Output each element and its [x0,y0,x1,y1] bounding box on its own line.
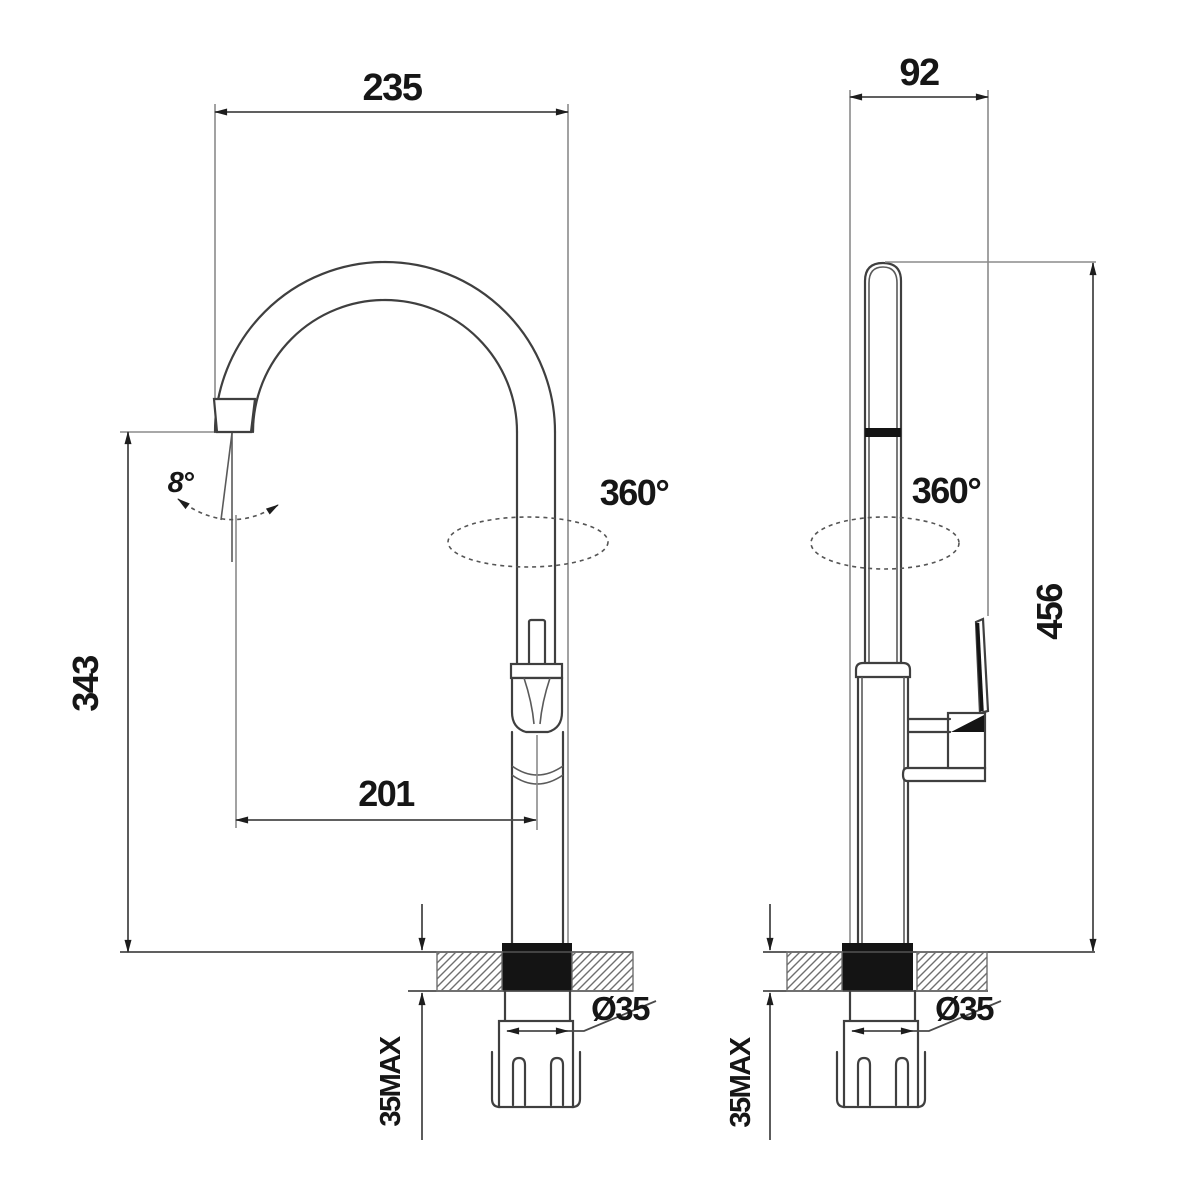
side-nut-slot-2 [894,1056,910,1107]
front-cone-inner-left [523,677,535,725]
dim-label-hole-diameter-side: Ø35 [935,990,994,1027]
angle-ref-tilted [220,432,233,521]
side-mounting-nut [842,1019,920,1109]
front-dimensions: 235 343 8° 201 360° 35MAX Ø35 [65,67,670,1140]
front-handle-lever [527,618,547,668]
side-swivel-ellipse [810,516,960,570]
dim-label-total-height: 456 [1029,584,1070,640]
front-deck-hatch-left [436,951,503,992]
side-deck-hatch-left [786,951,843,992]
front-spout-arch-inner [251,298,519,434]
front-nut-tab-left [490,1050,502,1109]
dim-label-spout-height: 343 [65,656,106,712]
front-deck-hatch-right [571,951,634,992]
side-dimensions: 92 456 360° 35MAX Ø35 [725,52,1097,1140]
side-nut-slot-1 [856,1056,872,1107]
dim-label-depth: 92 [899,52,939,94]
side-shoulder [854,661,912,679]
front-nut-slot-2 [549,1056,565,1107]
side-view [763,90,1095,1109]
side-spout-tube-inner [868,266,898,663]
dim-label-swivel-front: 360° [600,472,669,513]
side-handle-wedge [951,715,984,732]
front-base-gasket [502,943,572,991]
dim-label-deck-max-side: 35MAX [725,1036,757,1127]
front-nut-tab-right [570,1050,582,1109]
front-mounting-nut [497,1019,575,1109]
dim-label-spout-width: 235 [363,67,423,109]
front-view [120,104,634,1109]
front-cartridge-collar [509,662,564,680]
front-spout-outlet [212,397,257,434]
dim-label-deck-max-front: 35MAX [375,1035,407,1126]
dia-leader-side [913,1000,1002,1032]
dim-label-hole-diameter-front: Ø35 [591,990,650,1027]
dim-label-swivel-side: 360° [912,470,981,511]
angle-arc [177,498,279,521]
dim-label-spout-angle: 8° [168,467,195,499]
side-spout-band [865,428,901,437]
front-cartridge-cone [510,676,564,734]
front-spout-arch-outer [213,260,557,434]
side-handle-lower-arm [901,766,987,783]
side-deck-hatch-right [916,951,988,992]
dim-label-spout-reach: 201 [358,773,415,814]
side-nut-tab-left [835,1050,847,1109]
front-swivel-ellipse [447,516,609,568]
side-spout-tube [863,261,903,665]
front-cone-inner-right [539,677,551,725]
dia-leader-front [568,1000,657,1032]
front-nut-slot-1 [511,1056,527,1107]
side-lever-edge [975,622,984,712]
side-base-gasket [842,943,913,991]
side-nut-tab-right [915,1050,927,1109]
